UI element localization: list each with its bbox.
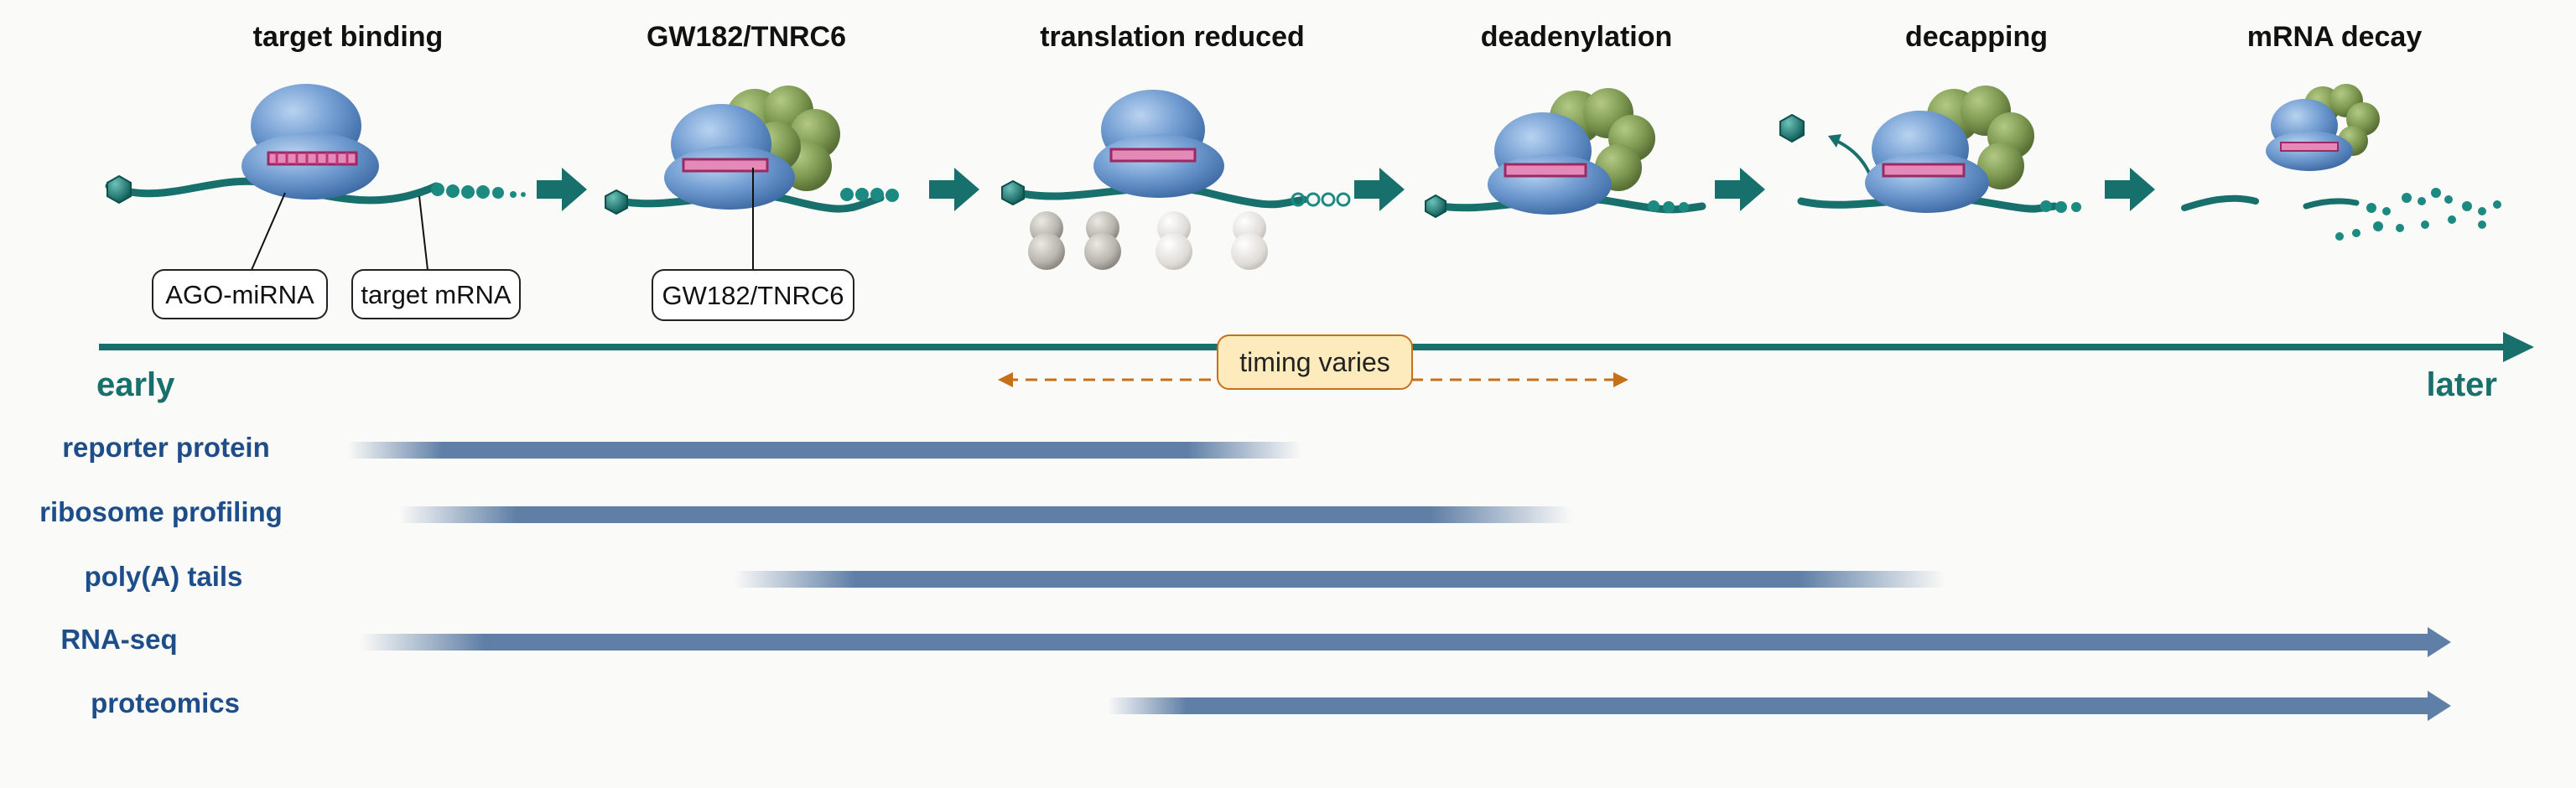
gw182-callout-box [652, 269, 854, 321]
callout-leader-line [418, 195, 428, 271]
method-rows: reporter protein ribosome profiling poly… [39, 432, 2451, 721]
timing-left-arrowhead-icon [998, 372, 1013, 387]
method-label: proteomics [91, 687, 240, 718]
gw182-protein-icon [1927, 86, 2034, 189]
method-bar [347, 442, 1301, 459]
stage-title: mRNA decay [2247, 21, 2423, 53]
polya-tail-icon [1648, 200, 1689, 213]
stage-titles: target binding GW182/TNRC6 translation r… [253, 21, 2423, 53]
method-bar [361, 634, 2428, 651]
polya-tail-icon [2040, 200, 2081, 213]
stage-deadenylation-illustration [1425, 88, 1706, 219]
mirna-duplex-icon [2280, 142, 2339, 152]
method-bar [734, 571, 1945, 588]
gw182-callout-label: GW182/TNRC6 [662, 281, 844, 310]
stage-title: deadenylation [1481, 21, 1673, 53]
stage-arrow-icon [537, 168, 587, 211]
stage-arrow-icon [2105, 168, 2155, 211]
stage-arrow-icon [1715, 168, 1765, 211]
ago-protein-icon [1093, 90, 1224, 198]
mrna-fragment [2303, 198, 2360, 210]
mrna-cap-icon [605, 189, 628, 215]
ribosome-icon [1156, 211, 1192, 270]
stage-gw182-illustration: GW182/TNRC6 [605, 86, 899, 321]
released-cap-icon [1779, 113, 1805, 143]
polya-tail-icon [431, 183, 526, 199]
target-mrna-callout-label: target mRNA [361, 280, 511, 309]
stage-title: translation reduced [1040, 21, 1305, 53]
gw182-protein-icon [2304, 84, 2380, 156]
mrna-fragment [2181, 194, 2259, 211]
mirna-duplex-icon [267, 151, 358, 166]
timeline-start-label: early [96, 366, 175, 403]
mirna-duplex-icon [682, 158, 769, 173]
method-label: reporter protein [62, 432, 270, 463]
polya-tail-icon [1291, 192, 1351, 207]
ribosome-icon [1231, 211, 1268, 270]
stage-arrow-icon [929, 168, 979, 211]
mrna-cap-icon [1001, 179, 1025, 206]
timing-varies-annotation: timing varies [998, 334, 1628, 390]
mirna-duplex-icon [1882, 163, 1966, 178]
stage-arrow-icon [1354, 168, 1405, 211]
method-label: poly(A) tails [85, 561, 243, 592]
method-bar [399, 506, 1572, 523]
method-label: RNA-seq [60, 624, 177, 655]
polya-tail-icon [840, 188, 899, 202]
method-bar-arrowhead-icon [2428, 691, 2451, 721]
mirna-duplex-icon [1109, 148, 1197, 163]
method-bar [1108, 697, 2428, 714]
ago-mirna-callout-label: AGO-miRNA [165, 280, 314, 309]
method-label: ribosome profiling [39, 496, 283, 527]
release-arrowhead-icon [1828, 134, 1841, 148]
timing-right-arrowhead-icon [1613, 372, 1628, 387]
stage-title: decapping [1905, 21, 2048, 53]
ribosome-icon [1028, 211, 1065, 270]
stage-mrna-decay-illustration [2181, 84, 2501, 241]
callout-leader-line [251, 192, 286, 271]
timing-varies-label: timing varies [1239, 347, 1390, 377]
ribosome-icon [1084, 211, 1121, 270]
mrna-cap-icon [106, 174, 132, 205]
timing-varies-box [1217, 334, 1413, 390]
stage-title: target binding [253, 21, 444, 53]
stage-target-binding-illustration: AGO-miRNA target mRNA [105, 84, 526, 319]
stage-title: GW182/TNRC6 [647, 21, 846, 53]
method-bar-arrowhead-icon [2428, 627, 2451, 657]
gw182-protein-icon [1550, 88, 1655, 191]
timeline-arrowhead-icon [2503, 332, 2534, 362]
target-mrna-callout-box [351, 269, 521, 319]
stage-translation-reduced-illustration [1001, 90, 1351, 270]
degraded-nucleotides-icon [2335, 188, 2501, 241]
stage-decapping-illustration [1779, 86, 2081, 213]
ago-protein-icon [242, 84, 379, 200]
timeline-end-label: later [2427, 366, 2498, 403]
mrna-cap-icon [1425, 194, 1446, 219]
mirna-duplex-icon [1504, 163, 1587, 178]
ago-mirna-callout-box [152, 269, 328, 319]
